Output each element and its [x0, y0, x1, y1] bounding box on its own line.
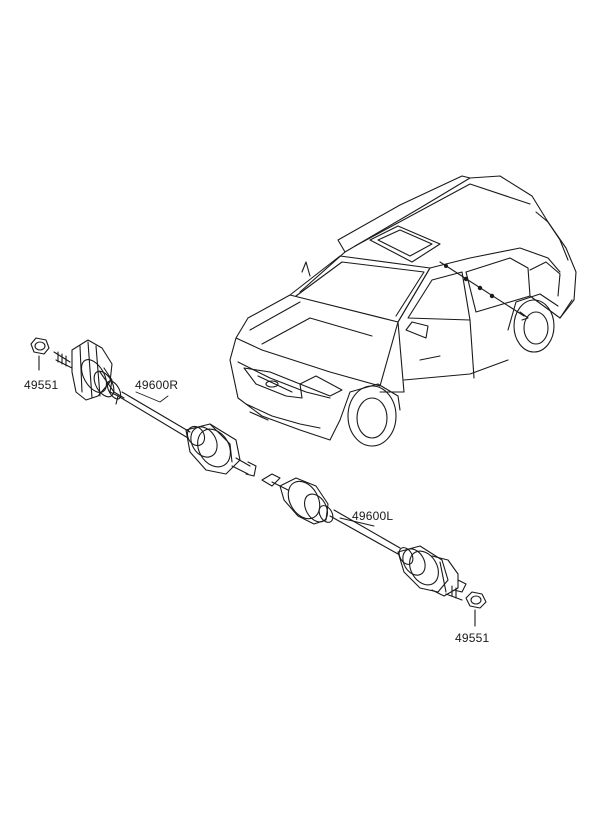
drive-shaft-icon: [53, 339, 257, 477]
leader-lines: [135, 391, 375, 527]
part-label-shaft-left: 49600L: [352, 509, 393, 523]
drive-shaft-icon: [261, 473, 467, 601]
shaft-location-indicator: [439, 261, 529, 321]
part-label-nut-left: 49551: [24, 378, 58, 392]
lock-nut-icon: [465, 591, 487, 627]
part-label-shaft-right: 49600R: [135, 378, 178, 392]
lock-nut-icon: [30, 337, 50, 371]
suv-vehicle-icon: [229, 175, 577, 447]
part-label-nut-right: 49551: [455, 631, 489, 645]
